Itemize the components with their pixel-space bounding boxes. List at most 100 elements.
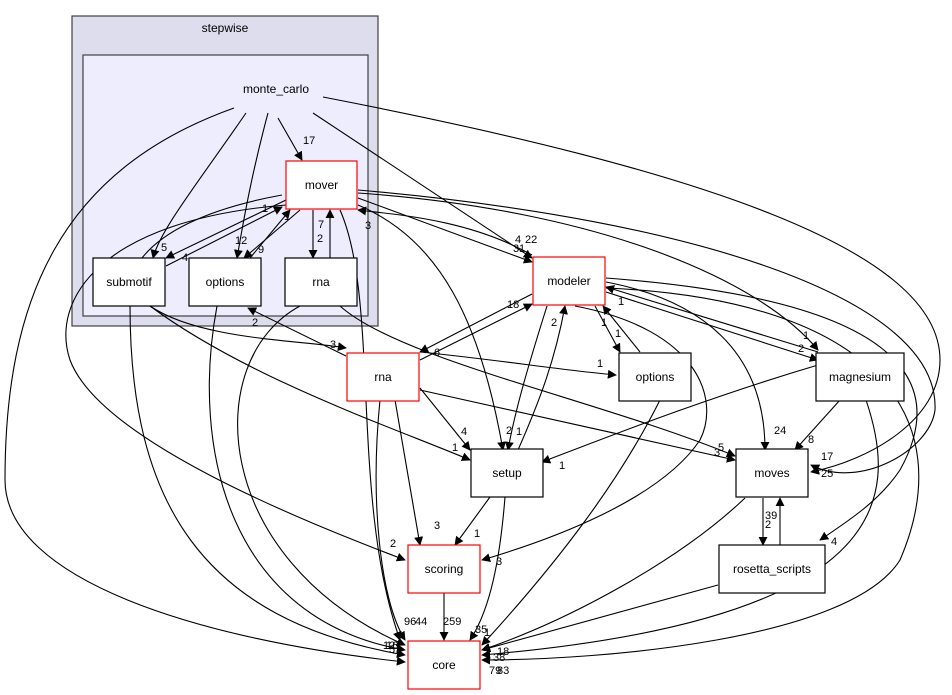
- edge-monte-carlo-mover[interactable]: [277, 117, 303, 161]
- edge-mover-setup[interactable]: [357, 204, 507, 451]
- node-options-label: options: [636, 370, 675, 384]
- edge-mc-rna-moves[interactable]: [339, 305, 736, 458]
- edge-label: 44: [415, 616, 427, 628]
- edge-options-core[interactable]: [481, 399, 661, 646]
- edge-magnesium-modeler[interactable]: [605, 285, 819, 353]
- cluster-monte-carlo-label: monte_carlo: [243, 82, 309, 96]
- edge-label: 1: [519, 243, 525, 255]
- edge-label: 3: [496, 556, 502, 568]
- edge-label: 8: [808, 434, 814, 446]
- node-mover-label: mover: [305, 178, 338, 192]
- edge-rna-core[interactable]: [375, 399, 406, 641]
- edge-submotif-rna[interactable]: [149, 305, 347, 352]
- edge-rna-modeler[interactable]: [419, 303, 533, 361]
- edge-label: 1: [262, 203, 268, 215]
- edge-mover-submotif-line[interactable]: [141, 194, 283, 259]
- edge-label: 4: [182, 252, 188, 264]
- edge-monte-carlo-options[interactable]: [233, 112, 269, 259]
- edge-options-mover[interactable]: [249, 209, 291, 259]
- edge-label: 16: [386, 640, 398, 652]
- edge-label: 38: [493, 652, 505, 664]
- edge-label: 7: [318, 219, 324, 231]
- edge-mover-modeler[interactable]: [357, 197, 533, 264]
- edge-label: 22: [525, 234, 537, 246]
- edge-mover-submotif[interactable]: [165, 199, 287, 259]
- edge-setup-core[interactable]: [469, 496, 506, 641]
- node-monte-carlo-options[interactable]: options: [188, 257, 262, 307]
- edge-monte-carlo-modeler[interactable]: [312, 112, 533, 259]
- node-rosetta-scripts-label: rosetta_scripts: [733, 562, 811, 576]
- edges: [4, 96, 941, 666]
- node-rna[interactable]: rna: [346, 352, 420, 402]
- edge-rna-options[interactable]: [419, 351, 617, 379]
- edge-label: 18: [507, 299, 519, 311]
- edge-submotif-core[interactable]: [129, 305, 406, 659]
- edge-mover-moves[interactable]: [357, 189, 936, 474]
- edge-monte-carlo-core[interactable]: [4, 107, 406, 666]
- node-moves-label: moves: [754, 466, 789, 480]
- edge-modeler-options[interactable]: [594, 305, 621, 353]
- edge-mc-options-core[interactable]: [208, 305, 406, 654]
- edge-modeler-mover[interactable]: [357, 206, 533, 256]
- edge-mc-rna-core[interactable]: [237, 305, 406, 646]
- edge-rna-scoring[interactable]: [394, 399, 424, 546]
- node-submotif-label: submotif: [106, 275, 152, 289]
- node-rna-label: rna: [374, 370, 392, 384]
- edge-label: 1: [601, 317, 607, 329]
- edge-setup-scoring[interactable]: [454, 496, 491, 546]
- node-scoring-label: scoring: [425, 562, 464, 576]
- edge-rna-moves[interactable]: [419, 389, 736, 463]
- edge-setup-modeler[interactable]: [517, 305, 568, 451]
- node-modeler[interactable]: modeler: [532, 256, 606, 306]
- edge-label: 1: [284, 211, 290, 223]
- edge-label: 9: [258, 244, 264, 256]
- edge-label: 17: [303, 135, 315, 147]
- edge-label: 25: [821, 468, 833, 480]
- edge-label: 2: [252, 317, 258, 329]
- edge-label: 3: [434, 520, 440, 532]
- edge-modeler-setup[interactable]: [504, 305, 548, 451]
- edge-modeler-magnesium[interactable]: [605, 291, 819, 362]
- edge-options-modeler[interactable]: [602, 305, 641, 353]
- edge-rosetta-scripts-core[interactable]: [481, 584, 719, 653]
- edge-rna-setup[interactable]: [419, 387, 471, 451]
- edge-magnesium-moves[interactable]: [794, 399, 841, 451]
- edge-mover-scoring[interactable]: [65, 204, 406, 562]
- node-rosetta-scripts[interactable]: rosetta_scripts: [718, 544, 826, 594]
- node-magnesium[interactable]: magnesium: [815, 352, 905, 402]
- edge-modeler-rna[interactable]: [419, 293, 533, 353]
- node-mover[interactable]: mover: [285, 160, 358, 210]
- node-magnesium-label: magnesium: [829, 370, 891, 384]
- edge-label: 1: [803, 330, 809, 342]
- edge-label: 4: [461, 426, 467, 438]
- edge-magnesium-core[interactable]: [481, 399, 879, 659]
- edge-rna-mc-options[interactable]: [247, 307, 347, 357]
- edge-monte-carlo-submotif[interactable]: [150, 112, 247, 259]
- edge-modeler-rosetta-scripts[interactable]: [605, 277, 918, 541]
- node-submotif[interactable]: submotif: [92, 257, 166, 307]
- node-scoring[interactable]: scoring: [407, 544, 481, 594]
- edge-label: 259: [443, 616, 461, 628]
- edge-moves-core[interactable]: [481, 497, 746, 652]
- edge-submotif-mover[interactable]: [165, 206, 283, 267]
- edge-monte-carlo-moves[interactable]: [322, 96, 941, 475]
- edge-label: 2: [551, 317, 557, 329]
- edge-label: 2: [317, 233, 323, 245]
- edge-modeler-core[interactable]: [481, 287, 920, 665]
- edge-magnesium-setup[interactable]: [541, 364, 819, 464]
- node-setup-label: setup: [492, 466, 522, 480]
- node-modeler-label: modeler: [547, 274, 590, 288]
- node-setup[interactable]: setup: [470, 448, 544, 498]
- edge-mover-options[interactable]: [243, 209, 301, 259]
- node-monte-carlo-rna[interactable]: rna: [284, 257, 358, 307]
- edge-submotif-setup[interactable]: [149, 305, 471, 461]
- node-core[interactable]: core: [407, 640, 481, 690]
- node-options[interactable]: options: [618, 352, 692, 402]
- edge-label: 24: [774, 425, 786, 437]
- edge-label: 1: [474, 528, 480, 540]
- edge-mover-core[interactable]: [339, 209, 402, 641]
- edge-label: 1: [615, 328, 621, 340]
- edge-modeler-scoring[interactable]: [481, 305, 708, 563]
- edge-mover-magnesium[interactable]: [357, 192, 819, 351]
- node-moves[interactable]: moves: [735, 448, 809, 498]
